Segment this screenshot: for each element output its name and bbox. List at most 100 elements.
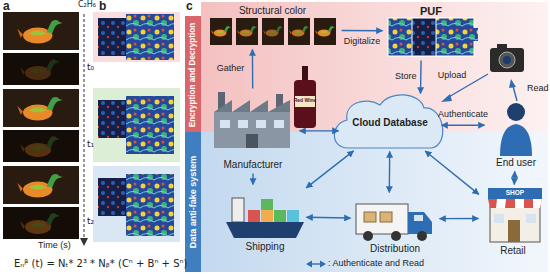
icon-node: Shipping xyxy=(225,186,305,254)
time-point: t₀ xyxy=(87,63,94,73)
truck-icon-part xyxy=(408,212,432,234)
label-anchor: t₀ xyxy=(87,63,94,73)
truck-icon-part xyxy=(391,231,401,241)
camera-icon-part xyxy=(460,28,478,41)
shop-icon-part xyxy=(490,206,540,242)
band-grounds-part xyxy=(185,132,201,272)
shop-icon-part xyxy=(526,214,536,223)
panel-a-images-part xyxy=(3,12,79,50)
image-strip-box: PUF xyxy=(384,3,478,59)
ship-icon-part xyxy=(248,210,260,222)
flow-arrow xyxy=(252,174,253,185)
factory-icon-part xyxy=(246,134,258,148)
ship-icon-part xyxy=(287,210,299,222)
camera-icon-part xyxy=(499,52,515,68)
flow-arrow xyxy=(300,130,339,131)
factory-icon-part xyxy=(214,112,290,148)
ship-icon-part xyxy=(261,199,273,210)
truck-icon-part xyxy=(417,231,427,241)
panel-a-images-part xyxy=(20,136,60,157)
arrow-label: Upload xyxy=(438,71,467,81)
arrow-label: Read xyxy=(527,84,549,94)
wine-bottle-part xyxy=(302,66,308,82)
panel-a-images-part xyxy=(17,20,62,44)
time-point: t₁ xyxy=(87,140,94,150)
panel-letter: c xyxy=(186,0,193,13)
image-strip-box: Structural color xyxy=(205,3,340,48)
cloud-shape xyxy=(334,95,442,148)
panel-a-images-part xyxy=(3,53,79,85)
node-label: Structural color xyxy=(239,5,306,16)
shop-sign: SHOP xyxy=(506,189,524,196)
legend-row: : Authenticate and Read xyxy=(306,259,424,269)
factory-icon-part xyxy=(214,100,290,112)
panel-a-images-part xyxy=(3,89,79,127)
factory-icon-part xyxy=(220,120,230,128)
flow-arrow xyxy=(307,217,351,219)
wine-bottle xyxy=(294,66,316,128)
panel-b-images-part xyxy=(93,166,180,242)
node-label: End user xyxy=(496,157,536,168)
icon-node: Retail xyxy=(480,186,546,258)
label-anchor: Read xyxy=(527,84,549,94)
time-point: t₂ xyxy=(87,217,94,227)
factory-icon xyxy=(214,92,290,148)
icon-node: Manufacturer xyxy=(208,90,298,172)
flow-arrow xyxy=(252,50,254,89)
panel-b-images xyxy=(93,12,180,242)
edge-label: Digitalize xyxy=(344,37,381,47)
panel-a-images-part xyxy=(17,174,62,198)
camera-icon-part xyxy=(503,56,511,64)
label-anchor: a xyxy=(3,0,10,13)
structural-color-strip-part xyxy=(236,18,258,45)
panel-letter: a xyxy=(3,0,10,13)
structural-color-strip-part xyxy=(314,18,336,45)
icon-node: Distribution xyxy=(352,194,438,256)
label-anchor: Gather xyxy=(217,64,245,74)
upload-read-arrows-part xyxy=(513,86,517,101)
shop-icon-part xyxy=(494,214,504,223)
band-panel: Structural colorPUFEncryption and Decryp… xyxy=(185,2,548,132)
person-icon xyxy=(500,103,532,156)
edge-label: Gather xyxy=(217,64,245,74)
flow-arrow xyxy=(420,61,422,94)
flow-arrow xyxy=(389,152,391,193)
structural-color-strip-part xyxy=(263,26,283,36)
panel-a-images-part xyxy=(3,207,79,239)
panel-a-images-part xyxy=(3,130,79,162)
structural-color-strip-part xyxy=(262,18,284,45)
structural-color-strip xyxy=(210,18,336,45)
node-label: Cloud Database xyxy=(352,117,428,128)
upload-read-arrows-part xyxy=(509,79,516,88)
panel-b-images-part xyxy=(93,12,180,62)
camera-icon-part xyxy=(490,48,524,72)
panel-a-images-part xyxy=(3,166,79,204)
label-anchor: SHOP xyxy=(506,189,524,196)
node-label: Retail xyxy=(500,245,526,256)
truck-icon-part xyxy=(363,231,373,241)
flow-arrow xyxy=(442,125,485,126)
ship-icon-part xyxy=(274,210,286,222)
flow-arrow xyxy=(440,218,479,220)
person-icon-part xyxy=(500,124,532,156)
upload-read-arrows-part xyxy=(441,94,452,102)
shop-icon-part xyxy=(508,220,520,242)
factory-icon-part xyxy=(256,120,266,128)
label-anchor: b xyxy=(99,0,106,13)
bottle-label: Red Wine xyxy=(294,98,317,104)
edge-label: Store xyxy=(395,72,417,82)
legend-sample xyxy=(306,260,326,268)
panel-b-images-part xyxy=(93,88,180,162)
truck-icon-part xyxy=(414,215,423,221)
label-anchor: Red Wine xyxy=(294,98,317,104)
label-anchor: Store xyxy=(395,72,417,82)
time-axis-part xyxy=(80,238,88,246)
time-axis xyxy=(80,14,88,246)
panel-a-images-part xyxy=(20,213,60,234)
panel-b-images-part xyxy=(126,14,174,60)
molecule-label: C₂H₆ xyxy=(78,1,96,10)
band-panel: ShippingDistributionRetailData anti-fake… xyxy=(185,132,548,272)
